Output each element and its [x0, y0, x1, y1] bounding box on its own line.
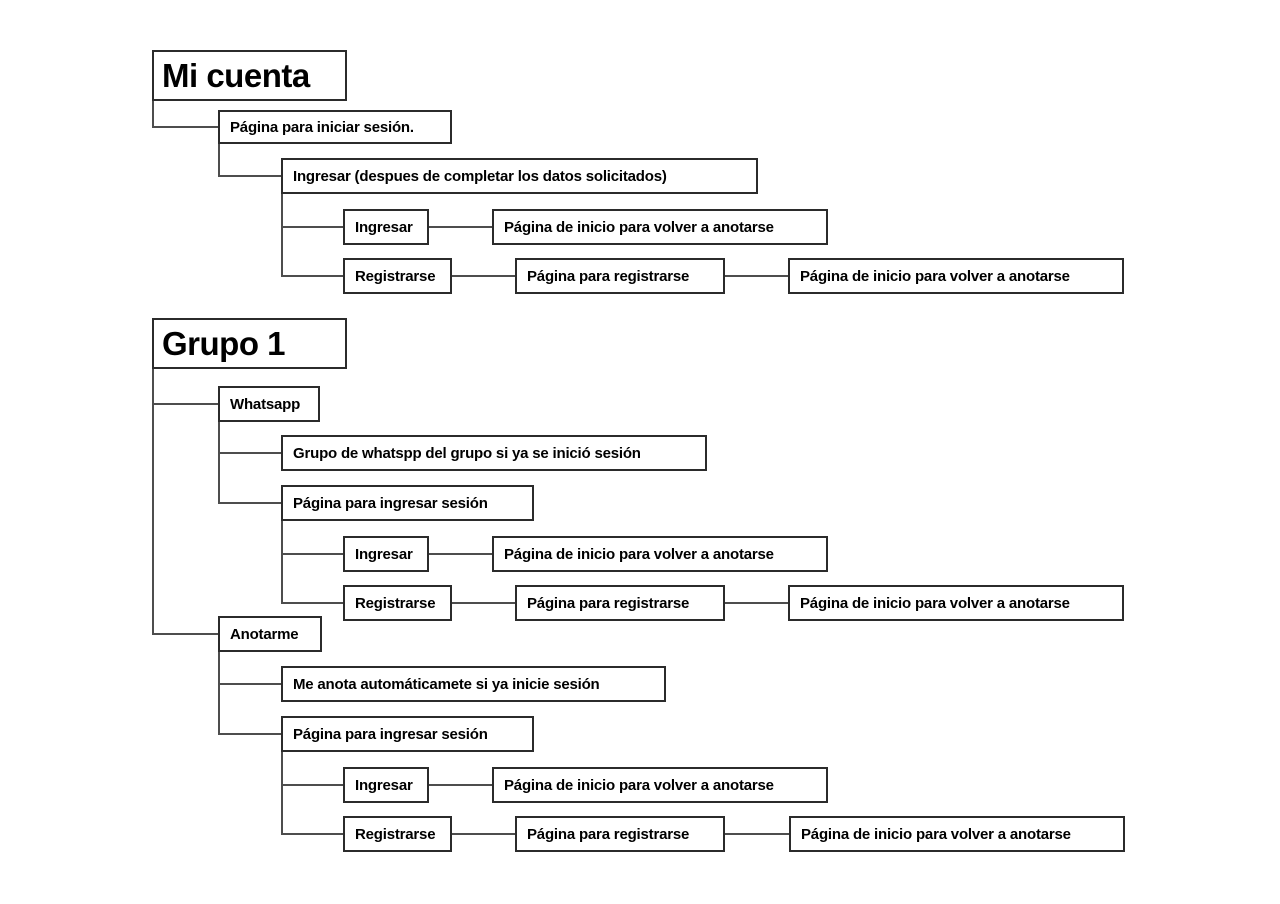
node-ingresar[interactable]: Ingresar	[343, 209, 429, 245]
node-ingresar-datos-solicitados[interactable]: Ingresar (despues de completar los datos…	[281, 158, 758, 194]
connector-hline	[218, 175, 293, 177]
node-pagina-registrarse[interactable]: Página para registrarse	[515, 258, 725, 294]
node-pagina-inicio-volver-anotarse[interactable]: Página de inicio para volver a anotarse	[788, 258, 1124, 294]
connector-hline	[218, 452, 293, 454]
connector-vline	[218, 422, 220, 504]
node-pagina-inicio-volver-anotarse[interactable]: Página de inicio para volver a anotarse	[492, 536, 828, 572]
node-pagina-inicio-volver-anotarse[interactable]: Página de inicio para volver a anotarse	[492, 767, 828, 803]
connector-hline	[152, 403, 230, 405]
connector-hline	[152, 126, 230, 128]
connector-hline	[218, 502, 293, 504]
connector-vline	[152, 369, 154, 635]
connector-hline	[152, 633, 230, 635]
connector-vline	[281, 521, 283, 604]
node-grupo-1-title[interactable]: Grupo 1	[152, 318, 347, 369]
node-whatsapp[interactable]: Whatsapp	[218, 386, 320, 422]
node-pagina-ingresar-sesion[interactable]: Página para ingresar sesión	[281, 485, 534, 521]
connector-hline	[281, 553, 355, 555]
node-registrarse[interactable]: Registrarse	[343, 816, 452, 852]
node-ingresar[interactable]: Ingresar	[343, 536, 429, 572]
node-registrarse[interactable]: Registrarse	[343, 585, 452, 621]
connector-vline	[152, 101, 154, 128]
node-pagina-inicio-volver-anotarse[interactable]: Página de inicio para volver a anotarse	[789, 816, 1125, 852]
node-pagina-inicio-volver-anotarse[interactable]: Página de inicio para volver a anotarse	[492, 209, 828, 245]
node-grupo-whatsapp-sesion[interactable]: Grupo de whatspp del grupo si ya se inic…	[281, 435, 707, 471]
node-anotarme[interactable]: Anotarme	[218, 616, 322, 652]
node-pagina-ingresar-sesion[interactable]: Página para ingresar sesión	[281, 716, 534, 752]
node-pagina-inicio-volver-anotarse[interactable]: Página de inicio para volver a anotarse	[788, 585, 1124, 621]
connector-hline	[218, 683, 293, 685]
connector-hline	[281, 226, 355, 228]
connector-hline	[281, 784, 355, 786]
connector-vline	[218, 144, 220, 177]
connector-hline	[281, 833, 355, 835]
connector-vline	[281, 752, 283, 835]
node-ingresar[interactable]: Ingresar	[343, 767, 429, 803]
connector-vline	[218, 652, 220, 735]
connector-hline	[281, 275, 355, 277]
node-me-anota-automaticamente[interactable]: Me anota automáticamete si ya inicie ses…	[281, 666, 666, 702]
node-pagina-registrarse[interactable]: Página para registrarse	[515, 816, 725, 852]
node-pagina-registrarse[interactable]: Página para registrarse	[515, 585, 725, 621]
node-pagina-iniciar-sesion[interactable]: Página para iniciar sesión.	[218, 110, 452, 144]
node-registrarse[interactable]: Registrarse	[343, 258, 452, 294]
node-mi-cuenta-title[interactable]: Mi cuenta	[152, 50, 347, 101]
connector-hline	[218, 733, 293, 735]
connector-hline	[281, 602, 355, 604]
connector-vline	[281, 194, 283, 277]
